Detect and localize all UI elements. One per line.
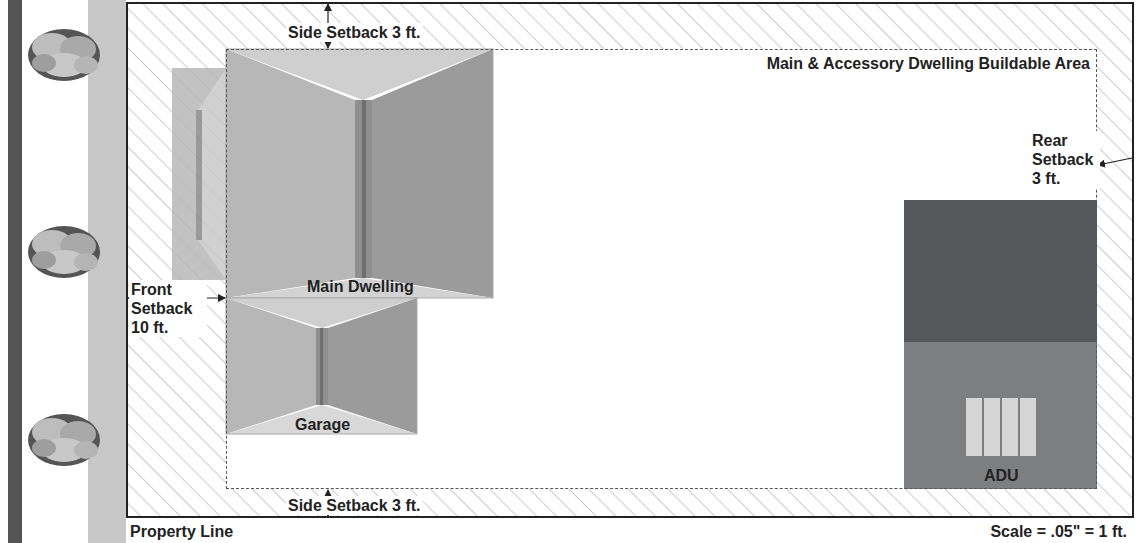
setback-label: Front Setback 10 ft. — [129, 280, 207, 337]
node-text: ADU — [984, 466, 1019, 485]
node-text: Garage — [295, 415, 350, 434]
buildable-area: Main & Accessory Dwelling Buildable Area… — [226, 49, 1097, 489]
setback-label: Rear Setback 3 ft. — [1030, 131, 1100, 188]
node-text: Main Dwelling — [307, 277, 414, 296]
garage: Garage — [227, 299, 418, 435]
node-text: Main & Accessory Dwelling Buildable Area — [767, 54, 1090, 73]
main-dwelling: Main Dwelling — [227, 50, 494, 299]
setback-label: Side Setback 3 ft. — [286, 23, 423, 42]
setback-label: Side Setback 3 ft. — [286, 496, 423, 515]
adu: ADU — [905, 201, 1098, 490]
property-line-label: Property Line — [128, 522, 235, 541]
scale-note: Scale = .05" = 1 ft. — [988, 522, 1129, 541]
